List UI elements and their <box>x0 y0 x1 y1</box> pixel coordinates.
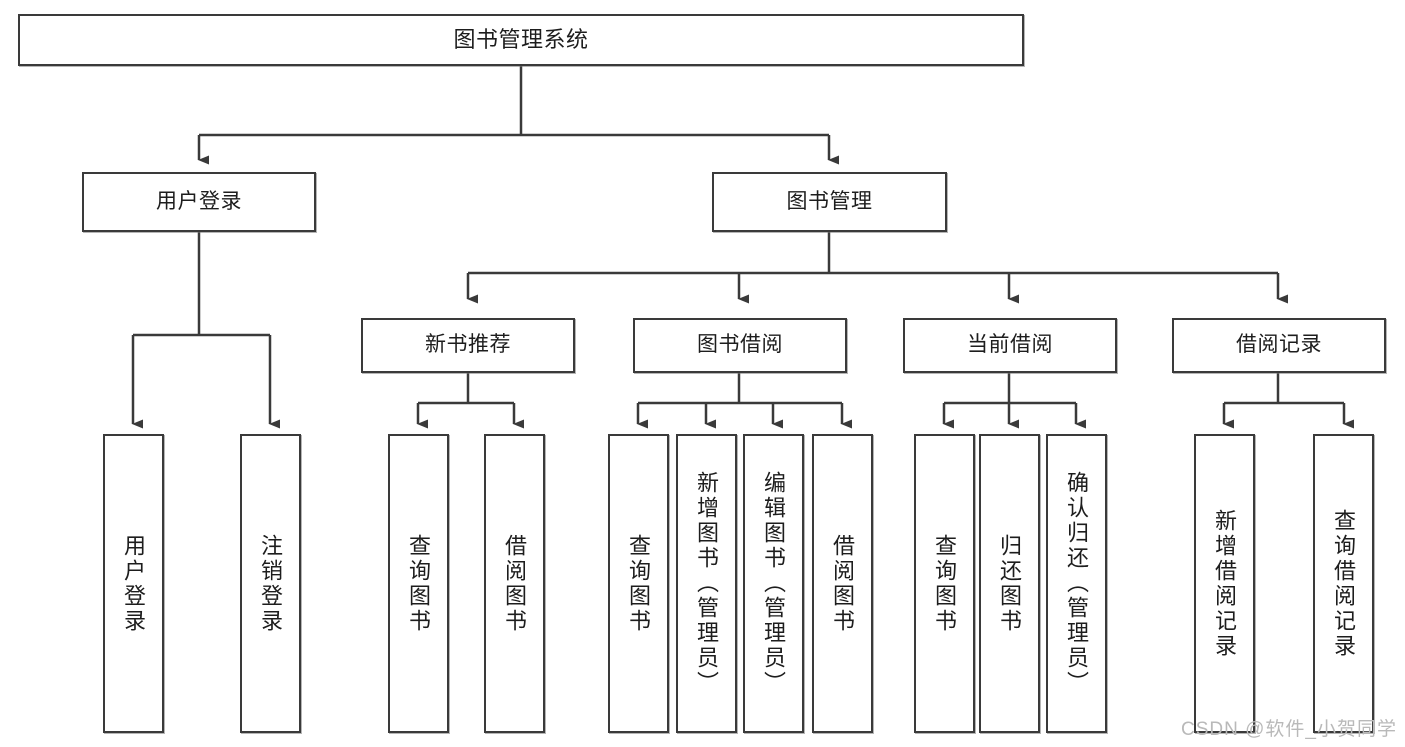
watermark-text: CSDN @软件_小贺同学 <box>1181 719 1397 740</box>
node-label: 借阅图书 <box>830 533 856 634</box>
node-label: 借阅图书 <box>502 533 528 634</box>
node-label: 查询图书 <box>932 533 958 634</box>
node-borrow-record[interactable]: 借阅记录 <box>1172 318 1386 373</box>
node-leaf-edit-book-admin[interactable]: 编辑图书（管理员） <box>743 434 804 733</box>
node-label: 用户登录 <box>121 533 147 634</box>
node-label: 新增图书（管理员） <box>694 471 720 696</box>
node-label: 图书借阅 <box>697 333 783 357</box>
node-user-login[interactable]: 用户登录 <box>82 172 316 232</box>
node-label: 新书推荐 <box>425 333 511 357</box>
node-leaf-add-book-admin[interactable]: 新增图书（管理员） <box>676 434 737 733</box>
node-label: 确认归还（管理员） <box>1064 471 1090 696</box>
node-label: 用户登录 <box>156 189 242 213</box>
node-label: 编辑图书（管理员） <box>761 471 787 696</box>
node-label: 查询图书 <box>626 533 652 634</box>
node-label: 当前借阅 <box>967 333 1053 357</box>
node-leaf-logout[interactable]: 注销登录 <box>240 434 301 733</box>
node-label: 查询图书 <box>406 533 432 634</box>
node-leaf-user-login[interactable]: 用户登录 <box>103 434 164 733</box>
node-label: 注销登录 <box>258 533 284 634</box>
node-new-book-recommend[interactable]: 新书推荐 <box>361 318 575 373</box>
node-label: 查询借阅记录 <box>1331 508 1357 659</box>
node-leaf-borrow-book-recommend[interactable]: 借阅图书 <box>484 434 545 733</box>
node-leaf-query-book-borrow[interactable]: 查询图书 <box>608 434 669 733</box>
node-leaf-query-book-recommend[interactable]: 查询图书 <box>388 434 449 733</box>
node-leaf-return-book[interactable]: 归还图书 <box>979 434 1040 733</box>
node-leaf-query-borrow-record[interactable]: 查询借阅记录 <box>1313 434 1374 733</box>
node-label: 图书管理 <box>786 189 873 213</box>
node-current-borrow[interactable]: 当前借阅 <box>903 318 1117 373</box>
node-label: 图书管理系统 <box>453 27 589 53</box>
node-label: 归还图书 <box>997 533 1023 634</box>
node-label: 新增借阅记录 <box>1212 508 1238 659</box>
node-leaf-borrow-book[interactable]: 借阅图书 <box>812 434 873 733</box>
node-book-management[interactable]: 图书管理 <box>712 172 947 232</box>
node-leaf-add-borrow-record[interactable]: 新增借阅记录 <box>1194 434 1255 733</box>
node-book-borrow[interactable]: 图书借阅 <box>633 318 847 373</box>
node-leaf-query-book-current[interactable]: 查询图书 <box>914 434 975 733</box>
node-leaf-confirm-return-admin[interactable]: 确认归还（管理员） <box>1046 434 1107 733</box>
node-root-system[interactable]: 图书管理系统 <box>18 14 1024 66</box>
node-label: 借阅记录 <box>1236 333 1322 357</box>
